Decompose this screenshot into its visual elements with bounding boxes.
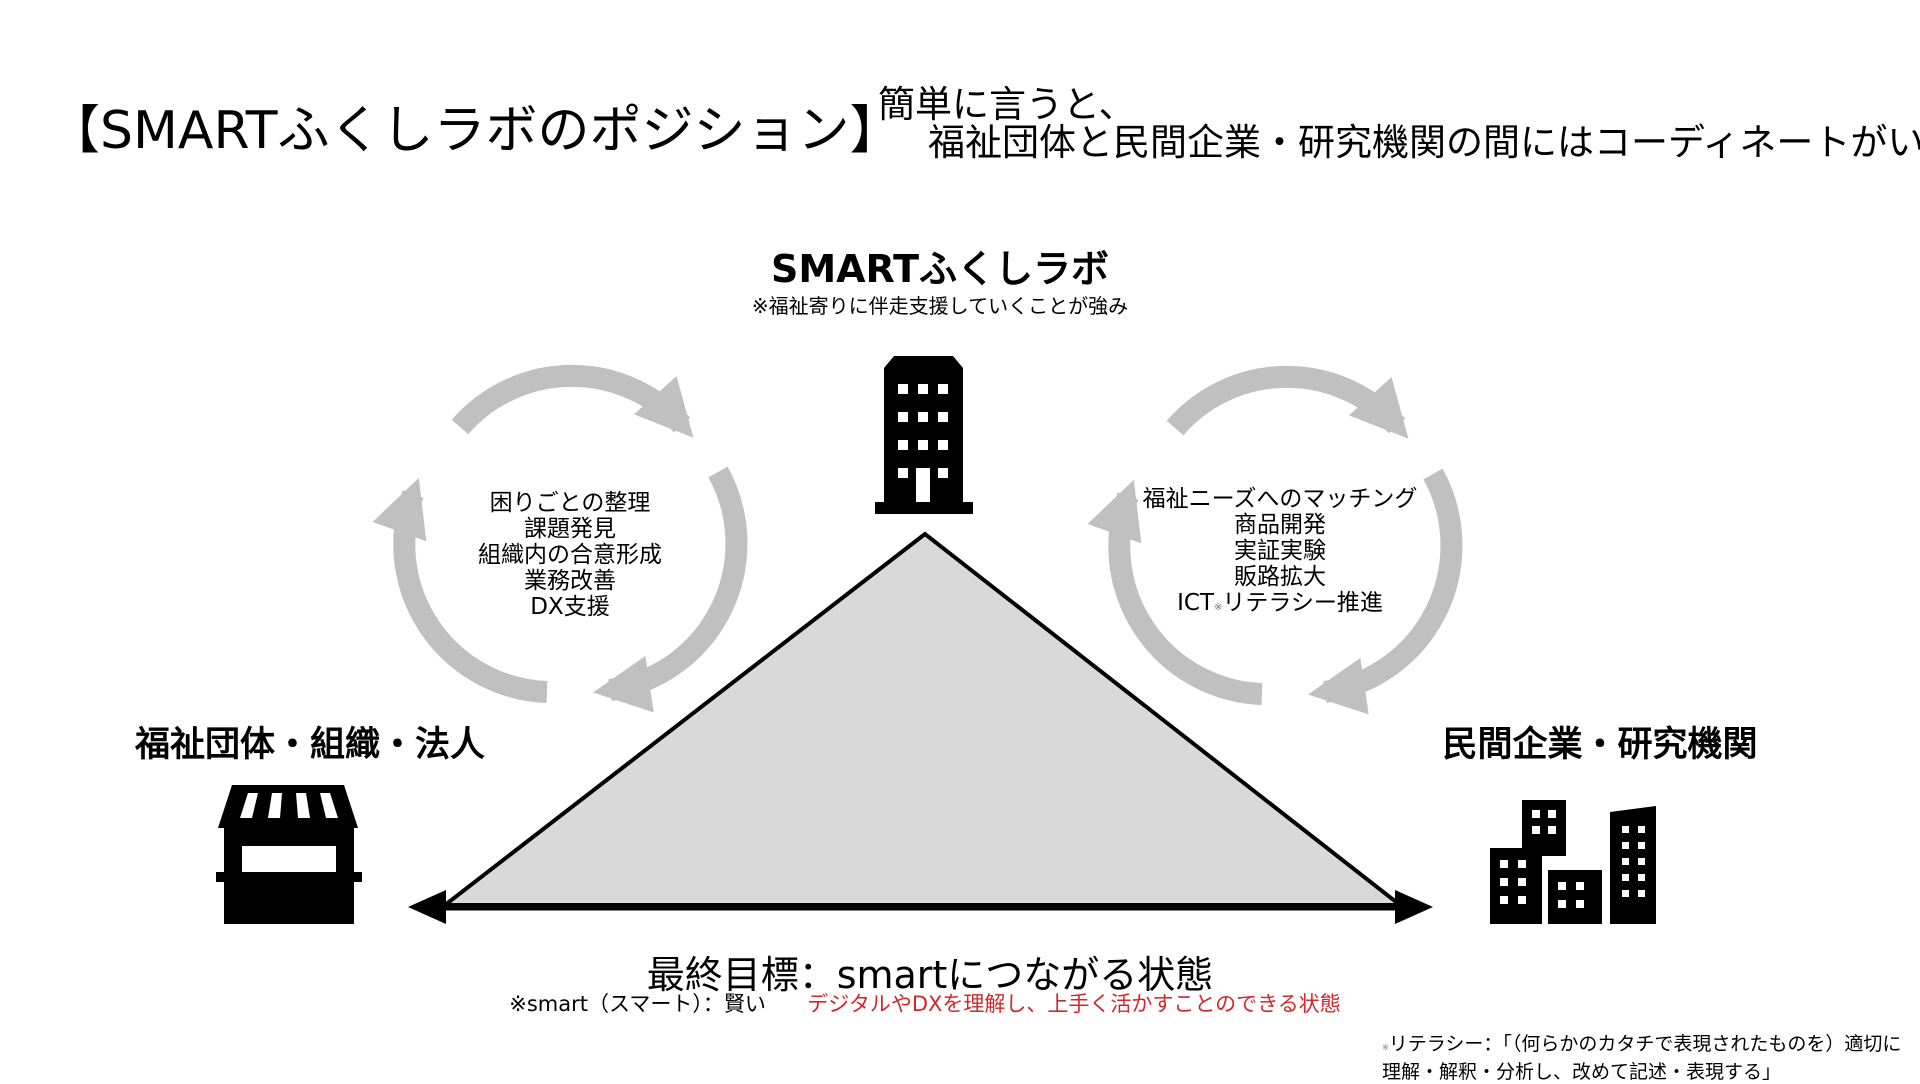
list-item: 実証実験	[1234, 538, 1326, 564]
literacy-footnote: ※リテラシー：「（何らかのカタチで表現されたものを）適切に 理解・解釈・分析し、…	[1382, 1032, 1901, 1084]
list-item: 商品開発	[1234, 512, 1326, 538]
literacy-text: リテラシー推進	[1222, 590, 1383, 616]
footnote-line-2: 理解・解釈・分析し、改めて記述・表現する」	[1382, 1061, 1782, 1083]
base-double-arrow	[408, 890, 1433, 924]
left-entity-title: 福祉団体・組織・法人	[134, 725, 485, 765]
list-item: 課題発見	[524, 516, 616, 542]
center-note: ※福祉寄りに伴走支援していくことが強み	[751, 294, 1129, 318]
footnote-text: リテラシー：「（何らかのカタチで表現されたものを）適切に	[1388, 1033, 1902, 1055]
list-item: 業務改善	[524, 568, 616, 594]
storefront-icon	[216, 785, 362, 924]
ict-text: ICT	[1177, 590, 1214, 616]
page-title: 【SMARTふくしラボのポジション】	[48, 101, 902, 161]
left-cycle-arrows-icon	[372, 364, 748, 713]
goal-note-highlight: デジタルやDXを理解し、上手く活かすことのできる状態	[807, 992, 1341, 1016]
list-item: ICT※リテラシー推進	[1130, 590, 1430, 621]
right-cycle-arrows-icon	[1087, 365, 1463, 715]
list-item: DX支援	[530, 594, 610, 620]
city-buildings-icon	[1490, 800, 1656, 924]
goal-title: 最終目標：smartにつながる状態	[646, 953, 1214, 997]
goal-note-definition: ※smart（スマート）：賢い	[509, 992, 766, 1016]
left-support-list: 困りごとの整理 課題発見 組織内の合意形成 業務改善 DX支援	[420, 490, 720, 620]
footnote-mark: ※	[1213, 602, 1223, 613]
footnote-mark: ※	[1382, 1043, 1389, 1052]
summary-line-1: 簡単に言うと、	[878, 83, 1136, 126]
summary-line-2: 福祉団体と民間企業・研究機関の間にはコーディネートがいる	[928, 121, 1920, 164]
center-title: SMARTふくしラボ	[770, 247, 1110, 291]
office-building-icon	[875, 356, 973, 514]
list-item: 福祉ニーズへのマッチング	[1142, 486, 1418, 512]
goal-note: ※smart（スマート）：賢い デジタルやDXを理解し、上手く活かすことのできる…	[400, 988, 1450, 1018]
footnote-line-1: ※リテラシー：「（何らかのカタチで表現されたものを）適切に	[1382, 1032, 1901, 1060]
right-support-list: 福祉ニーズへのマッチング 商品開発 実証実験 販路拡大 ICT※リテラシー推進	[1130, 486, 1430, 621]
right-entity-title: 民間企業・研究機関	[1442, 725, 1758, 765]
list-item: 困りごとの整理	[489, 490, 651, 516]
list-item: 販路拡大	[1234, 564, 1326, 590]
list-item: 組織内の合意形成	[478, 542, 662, 568]
